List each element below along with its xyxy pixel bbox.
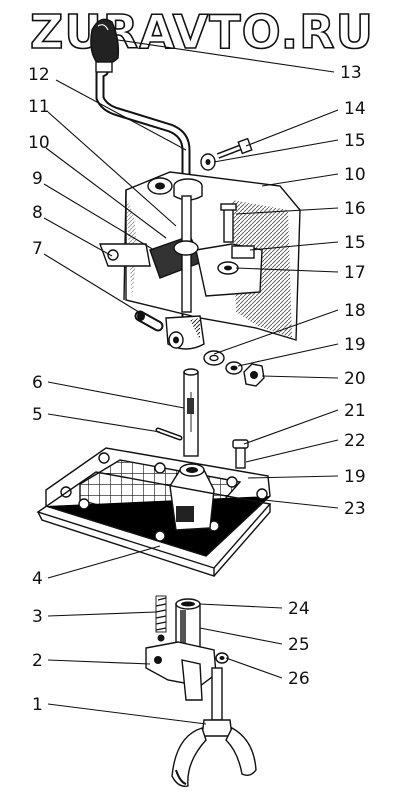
- callout-10-left: 10: [28, 133, 50, 153]
- callout-13: 13: [340, 63, 362, 83]
- callout-labels: 13 12 11 10 9 8 7 14 15 10 16 15 17 18 1…: [28, 63, 366, 715]
- bolt: [216, 137, 253, 159]
- callout-9: 9: [32, 169, 43, 189]
- shift-cover-plate: [45, 447, 271, 557]
- washer-nut-set: [203, 350, 265, 387]
- callout-15-top: 15: [344, 131, 366, 151]
- site-watermark: ZURAVTO.RU: [30, 5, 374, 59]
- shift-fork: [171, 667, 257, 787]
- callout-19-top: 19: [344, 335, 366, 355]
- detent-pin: [134, 310, 164, 332]
- callout-6: 6: [32, 373, 43, 393]
- shaft-key: [155, 427, 183, 441]
- callout-19-low: 19: [344, 467, 366, 487]
- callout-25: 25: [288, 635, 310, 655]
- leader-lines: [43, 39, 339, 725]
- callout-15: 15: [344, 233, 366, 253]
- callout-12: 12: [28, 65, 50, 85]
- callout-5: 5: [32, 405, 43, 425]
- selector-block: [145, 641, 217, 701]
- callout-24: 24: [288, 599, 310, 619]
- callout-8: 8: [32, 203, 43, 223]
- callout-11: 11: [28, 97, 50, 117]
- callout-16: 16: [344, 199, 366, 219]
- callout-3: 3: [32, 607, 43, 627]
- callout-7: 7: [32, 239, 43, 259]
- retaining-clip: [215, 652, 229, 664]
- lever-head: [165, 315, 205, 350]
- callout-4: 4: [32, 569, 43, 589]
- callout-22: 22: [344, 431, 366, 451]
- cover-gasket: [36, 471, 272, 577]
- callout-10-right: 10: [344, 165, 366, 185]
- callout-2: 2: [32, 651, 43, 671]
- lever-shaft: [173, 195, 199, 313]
- lever-housing: [99, 171, 301, 341]
- callout-20: 20: [344, 369, 366, 389]
- callout-23: 23: [344, 499, 366, 519]
- callout-17: 17: [344, 263, 366, 283]
- mounting-bolt: [220, 203, 237, 243]
- gear-lever-knob: [90, 18, 120, 66]
- callout-1: 1: [32, 695, 43, 715]
- selector-shaft: [183, 368, 199, 457]
- gear-lever: [95, 61, 191, 320]
- detent-spring: [155, 595, 167, 642]
- callout-14: 14: [344, 99, 366, 119]
- washer: [200, 153, 216, 171]
- callout-26: 26: [288, 669, 310, 689]
- callout-21: 21: [344, 401, 366, 421]
- callout-18: 18: [344, 301, 366, 321]
